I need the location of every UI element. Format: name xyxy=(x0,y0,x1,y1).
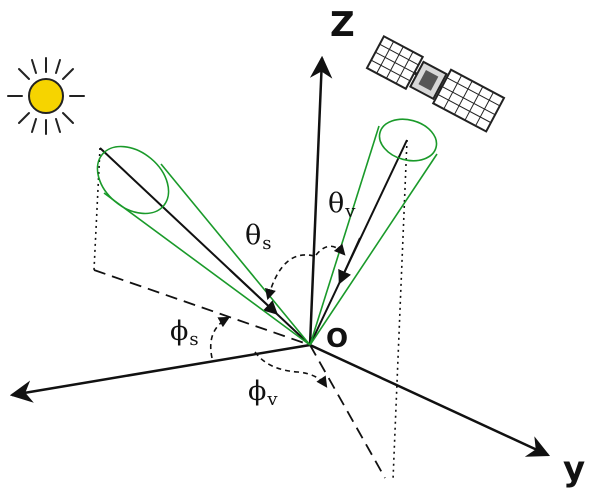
z-axis-label: Z xyxy=(330,5,355,45)
phi-s-arc xyxy=(209,316,230,359)
sun-projection-dotted xyxy=(93,147,101,271)
sun-direction-line xyxy=(99,147,311,346)
view-cone xyxy=(309,118,438,346)
view-ray-arrow xyxy=(338,237,361,285)
z-axis xyxy=(308,55,333,346)
sun-icon xyxy=(7,57,85,135)
phi-v-label: ϕv xyxy=(248,376,278,410)
theta-v-label: θv xyxy=(328,188,356,222)
satellite-icon xyxy=(365,34,506,133)
sun-azimuth-dashed xyxy=(93,269,311,346)
y-axis xyxy=(309,343,551,457)
origin-label: O xyxy=(326,324,349,354)
phi-s-label: ϕs xyxy=(170,316,199,350)
view-azimuth-dashed xyxy=(309,344,386,479)
phi-v-arc xyxy=(254,351,328,388)
x-axis xyxy=(9,343,311,403)
theta-s-label: θs xyxy=(245,220,272,254)
view-projection-dotted xyxy=(392,139,408,481)
theta-s-arc xyxy=(265,254,315,301)
y-axis-label: y xyxy=(563,449,586,489)
theta-v-arc xyxy=(315,243,346,256)
sun-ray-arrow xyxy=(229,269,279,315)
sun-cone xyxy=(96,145,311,346)
